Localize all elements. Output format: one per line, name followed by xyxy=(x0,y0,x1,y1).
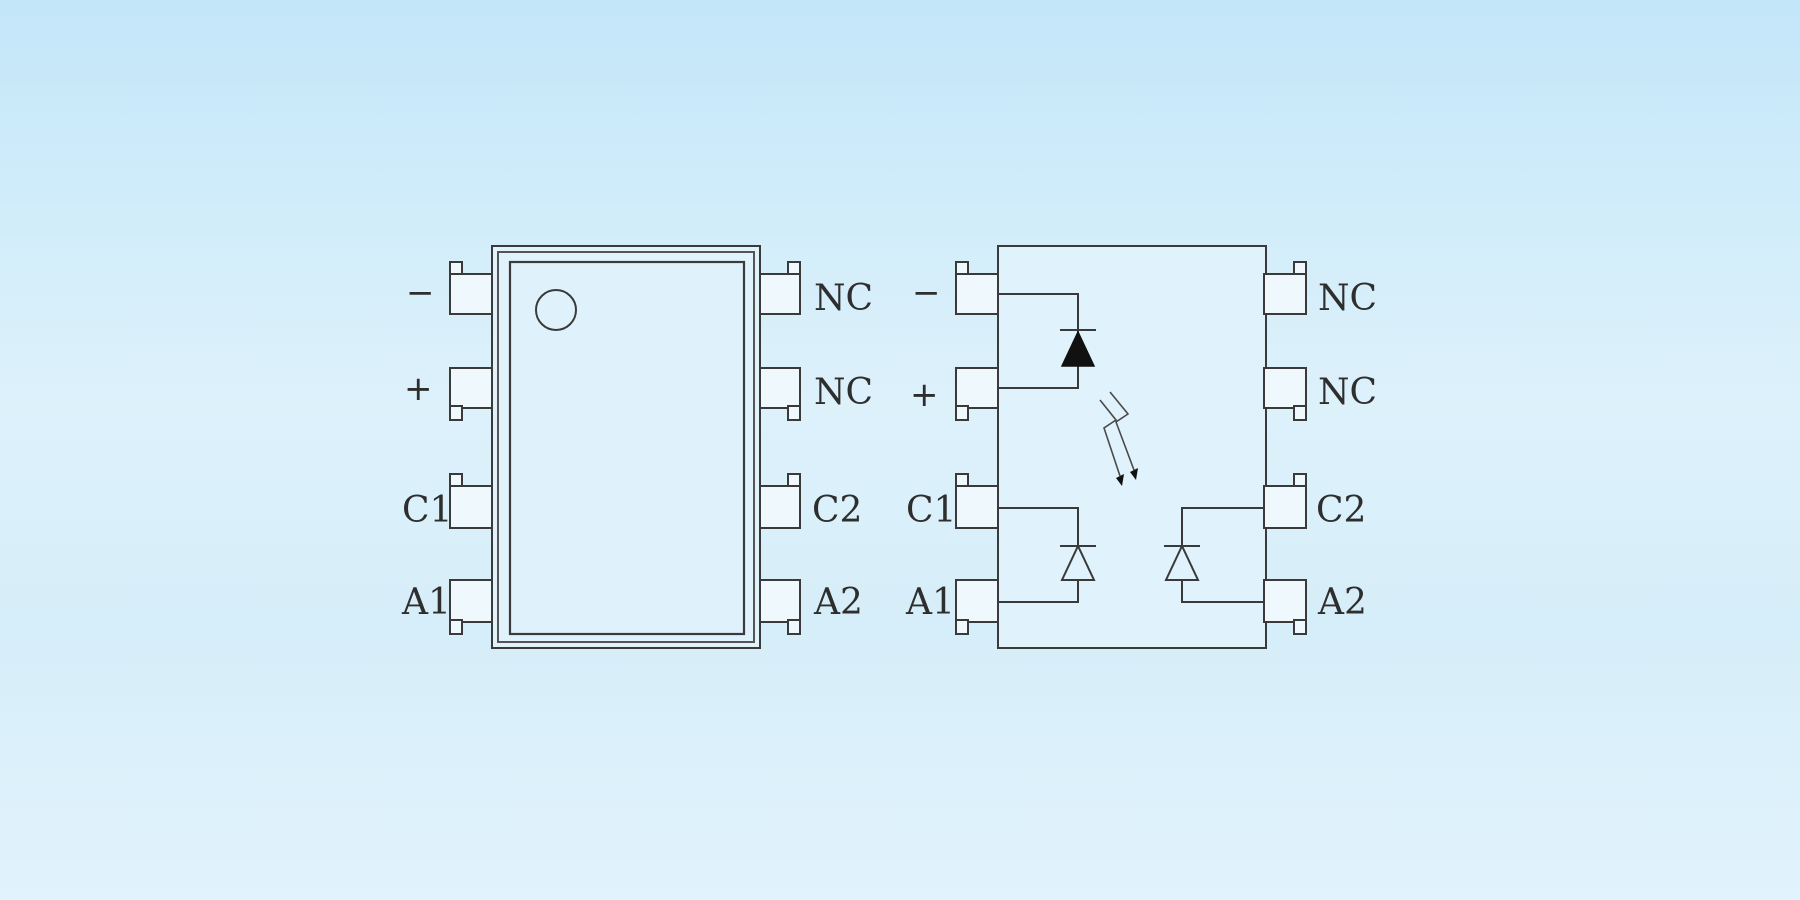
schematic-pin-label-1: − xyxy=(912,273,941,313)
package-pin-label-8: NC xyxy=(814,278,873,319)
package-pin-1 xyxy=(449,261,493,315)
schematic-pin-label-3: C1 xyxy=(906,490,956,531)
package-pin-5 xyxy=(757,579,801,635)
schematic-pin-7 xyxy=(1263,367,1307,421)
schematic-pin-label-4: A1 xyxy=(905,582,955,623)
package-pin-label-2: + xyxy=(404,369,433,409)
led-circuit xyxy=(998,293,1096,389)
package-body-inner xyxy=(508,260,746,636)
schematic-pin-label-5: A2 xyxy=(1317,582,1367,623)
photodiode-1-symbol xyxy=(1060,543,1096,581)
schematic-right-pins xyxy=(1263,261,1307,635)
package-pin-label-7: NC xyxy=(814,372,873,413)
package-pin-label-4: A1 xyxy=(401,582,451,623)
package-left-pins xyxy=(449,261,493,635)
photodiode-1 xyxy=(998,507,1096,603)
schematic-pin-1 xyxy=(955,261,999,315)
package-right-pins xyxy=(757,261,801,635)
package-pin-8 xyxy=(757,261,801,315)
package-pin-7 xyxy=(757,367,801,421)
package-top-view: − + C1 A1 NC NC C2 A2 xyxy=(401,245,873,649)
schematic-pin-4 xyxy=(955,579,999,635)
photodiode-2-symbol xyxy=(1164,543,1200,581)
photodiode-2 xyxy=(1164,507,1264,603)
schematic-pin-2 xyxy=(955,367,999,421)
package-pin-6 xyxy=(757,473,801,529)
led-diode-symbol xyxy=(1060,330,1096,367)
light-emission-arrows-icon xyxy=(1099,391,1138,486)
pin1-indicator-dot xyxy=(535,289,577,331)
schematic-pin-5 xyxy=(1263,579,1307,635)
schematic-pin-6 xyxy=(1263,473,1307,529)
package-pin-4 xyxy=(449,579,493,635)
schematic-pin-3 xyxy=(955,473,999,529)
package-pin-2 xyxy=(449,367,493,421)
schematic-pin-label-8: NC xyxy=(1318,278,1377,319)
schematic-pin-label-6: C2 xyxy=(1316,490,1366,531)
package-pin-3 xyxy=(449,473,493,529)
package-pin-label-5: A2 xyxy=(813,582,863,623)
schematic-pin-label-7: NC xyxy=(1318,372,1377,413)
package-pin-label-6: C2 xyxy=(812,490,862,531)
package-body-mid xyxy=(497,251,755,643)
schematic-pin-label-2: + xyxy=(910,375,939,415)
internal-schematic-view: − + C1 A1 NC NC C2 A2 xyxy=(905,245,1377,649)
schematic-left-pins xyxy=(955,261,999,635)
schematic-body xyxy=(997,245,1267,649)
schematic-pin-8 xyxy=(1263,261,1307,315)
package-pin-label-1: − xyxy=(406,273,435,313)
package-pin-label-3: C1 xyxy=(402,490,452,531)
